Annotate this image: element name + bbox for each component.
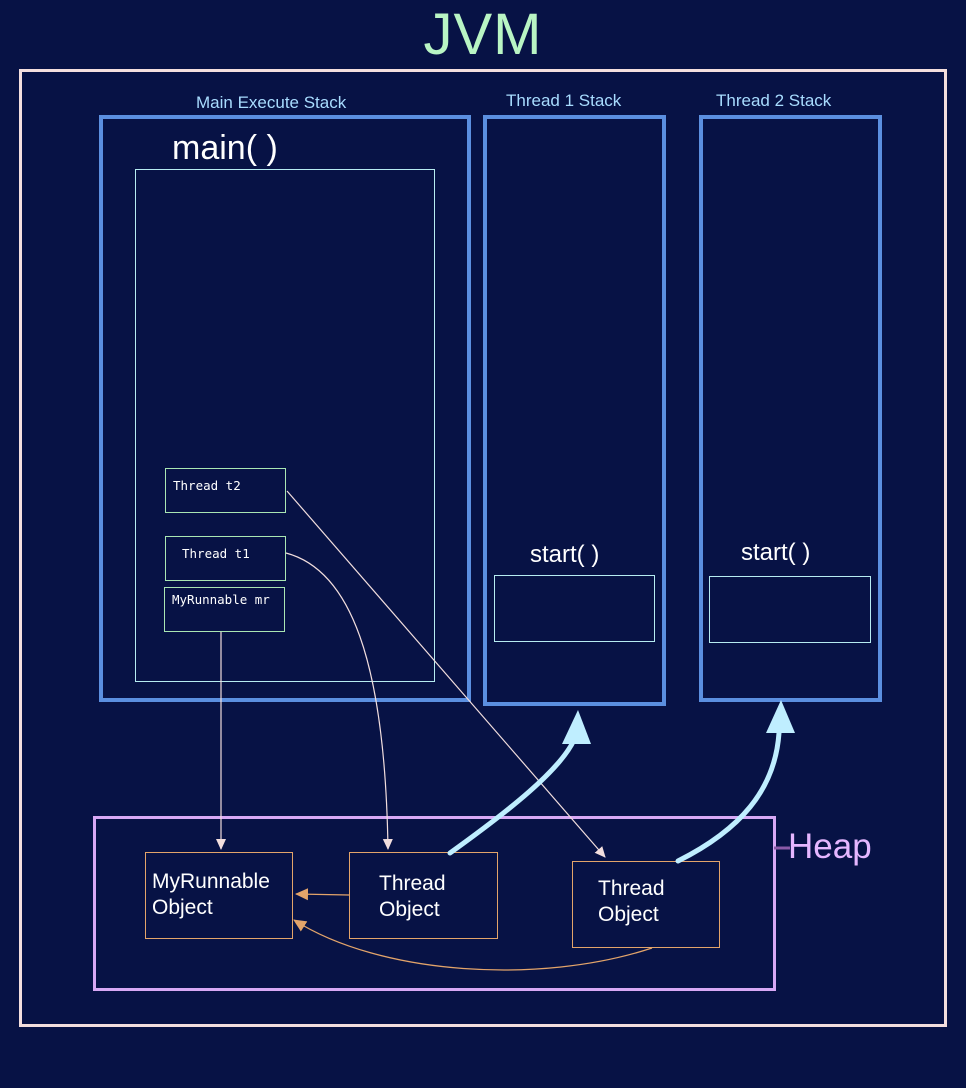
variable-thread-t2-label: Thread t2 — [173, 478, 241, 493]
variable-thread-t2: Thread t2 — [165, 468, 286, 513]
thread2-start-arrowhead-icon — [766, 700, 795, 733]
thread2-object: Thread Object — [572, 861, 720, 948]
myrunnable-object: MyRunnable Object — [145, 852, 293, 939]
thread2-object-line1: Thread — [598, 877, 665, 900]
thread1-object-line1: Thread — [379, 872, 446, 895]
arrow-thread2-object-to-start — [675, 730, 782, 864]
thread1-object-line2: Object — [379, 898, 440, 921]
main-stack-label: Main Execute Stack — [196, 93, 347, 112]
arrow-t1-to-thread1-object — [285, 552, 393, 850]
thread2-object-line2: Object — [598, 903, 659, 926]
heap-label: Heap — [788, 827, 872, 866]
thread2-stack — [699, 115, 882, 702]
thread1-start-arrowhead-icon — [562, 710, 591, 744]
variable-thread-t1: Thread t1 — [165, 536, 286, 581]
variable-thread-t1-label: Thread t1 — [182, 546, 250, 561]
diagram-title: JVM — [423, 2, 543, 67]
main-frame-title: main( ) — [172, 129, 278, 167]
thread1-start-title: start( ) — [530, 541, 600, 568]
arrow-thread1-object-to-start — [447, 737, 577, 856]
thread1-stack — [483, 115, 666, 706]
arrow-thread1-object-to-myrunnable — [295, 888, 350, 901]
myrunnable-object-line2: Object — [152, 896, 213, 919]
thread2-stack-label: Thread 2 Stack — [716, 91, 832, 110]
thread2-start-frame — [709, 576, 871, 643]
arrow-thread2-object-to-myrunnable — [293, 919, 653, 971]
thread2-start-title: start( ) — [741, 539, 811, 566]
thread1-stack-label: Thread 1 Stack — [506, 91, 622, 110]
variable-myrunnable-mr: MyRunnable mr — [164, 587, 285, 632]
thread1-start-frame — [494, 575, 655, 642]
heap-area — [93, 816, 776, 991]
variable-myrunnable-mr-label: MyRunnable mr — [172, 592, 270, 607]
main-frame — [135, 169, 435, 682]
myrunnable-object-line1: MyRunnable — [152, 870, 270, 893]
jvm-container — [19, 69, 947, 1027]
main-stack — [99, 115, 471, 702]
arrow-t2-to-thread2-object — [286, 490, 606, 858]
thread1-object: Thread Object — [349, 852, 498, 939]
